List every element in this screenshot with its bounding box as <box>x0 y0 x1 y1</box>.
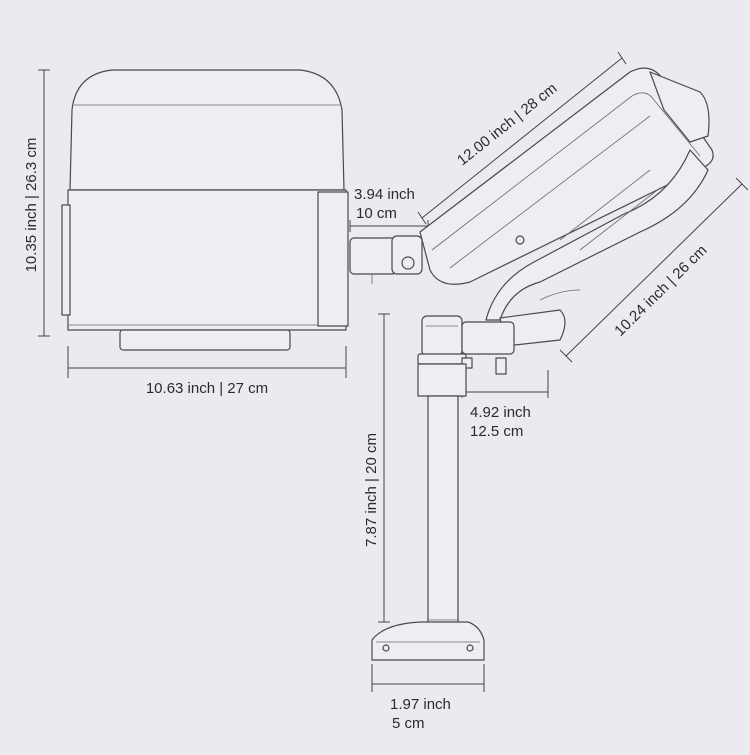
arm-offset-label-2: 12.5 cm <box>470 423 523 440</box>
box-height-dimension: 10.35 inch | 26.3 cm <box>23 69 50 337</box>
holder-depth-dimension: 3.94 inch 10 cm <box>349 186 429 232</box>
box-width-dimension: 10.63 inch | 27 cm <box>67 346 347 397</box>
box-drawing <box>61 69 349 351</box>
holder-drawing <box>349 235 423 284</box>
arm-length-label: 10.24 inch | 26 cm <box>611 242 710 340</box>
base-width-label-1: 1.97 inch <box>390 696 451 713</box>
base-width-label-2: 5 cm <box>392 715 425 732</box>
pole-height-label: 7.87 inch | 20 cm <box>363 433 380 547</box>
pole-joint-drawing <box>417 315 515 375</box>
holder-depth-label-2: 10 cm <box>356 205 397 222</box>
base-drawing <box>371 621 485 661</box>
box-width-label: 10.63 inch | 27 cm <box>146 380 268 397</box>
arm-offset-label-1: 4.92 inch <box>470 404 531 421</box>
pole-drawing <box>417 363 467 627</box>
base-width-dimension: 1.97 inch 5 cm <box>371 664 485 732</box>
arm-offset-dimension: 4.92 inch 12.5 cm <box>461 370 549 440</box>
box-height-label: 10.35 inch | 26.3 cm <box>23 138 40 273</box>
arm-drawing <box>485 149 709 347</box>
holder-depth-label-1: 3.94 inch <box>354 186 415 203</box>
pole-height-dimension: 7.87 inch | 20 cm <box>363 313 390 623</box>
tray-drawing <box>419 67 714 285</box>
